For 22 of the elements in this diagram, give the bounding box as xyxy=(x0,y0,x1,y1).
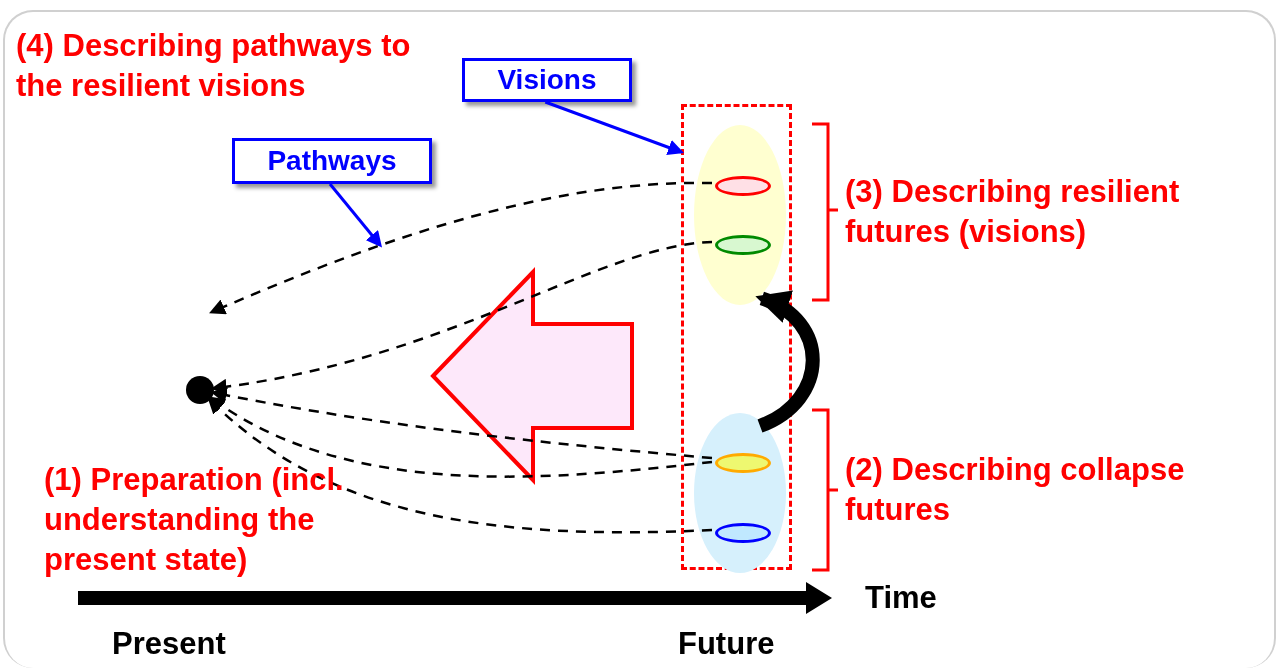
dashed-frame xyxy=(681,104,792,570)
curved-arrow xyxy=(755,291,820,433)
ellipse-marker xyxy=(715,523,771,543)
dashed-arrow xyxy=(207,397,713,534)
present-dot xyxy=(186,376,214,404)
axis-label: Time xyxy=(865,579,938,617)
callout-box: Pathways xyxy=(232,138,432,184)
axis-label: Present xyxy=(112,625,227,663)
dashed-arrow xyxy=(208,396,713,478)
bracket-label: (3) Describing resilient futures (visions) xyxy=(845,173,1181,251)
leader-line xyxy=(544,100,684,156)
heading-text: (4) Describing pathways to the resilient visions xyxy=(16,27,412,105)
dashed-arrow xyxy=(210,387,713,460)
ellipse-marker xyxy=(715,453,771,473)
leader-line xyxy=(328,183,383,248)
axis-label: Future xyxy=(678,625,776,663)
dashed-arrow xyxy=(209,181,712,315)
ellipse-marker xyxy=(715,176,771,196)
ellipse-marker xyxy=(715,235,771,255)
callout-box: Visions xyxy=(462,58,632,102)
bracket-label: (2) Describing collapse futures xyxy=(845,451,1186,529)
step-label: (1) Preparation (incl. understanding the present state) xyxy=(44,461,345,579)
